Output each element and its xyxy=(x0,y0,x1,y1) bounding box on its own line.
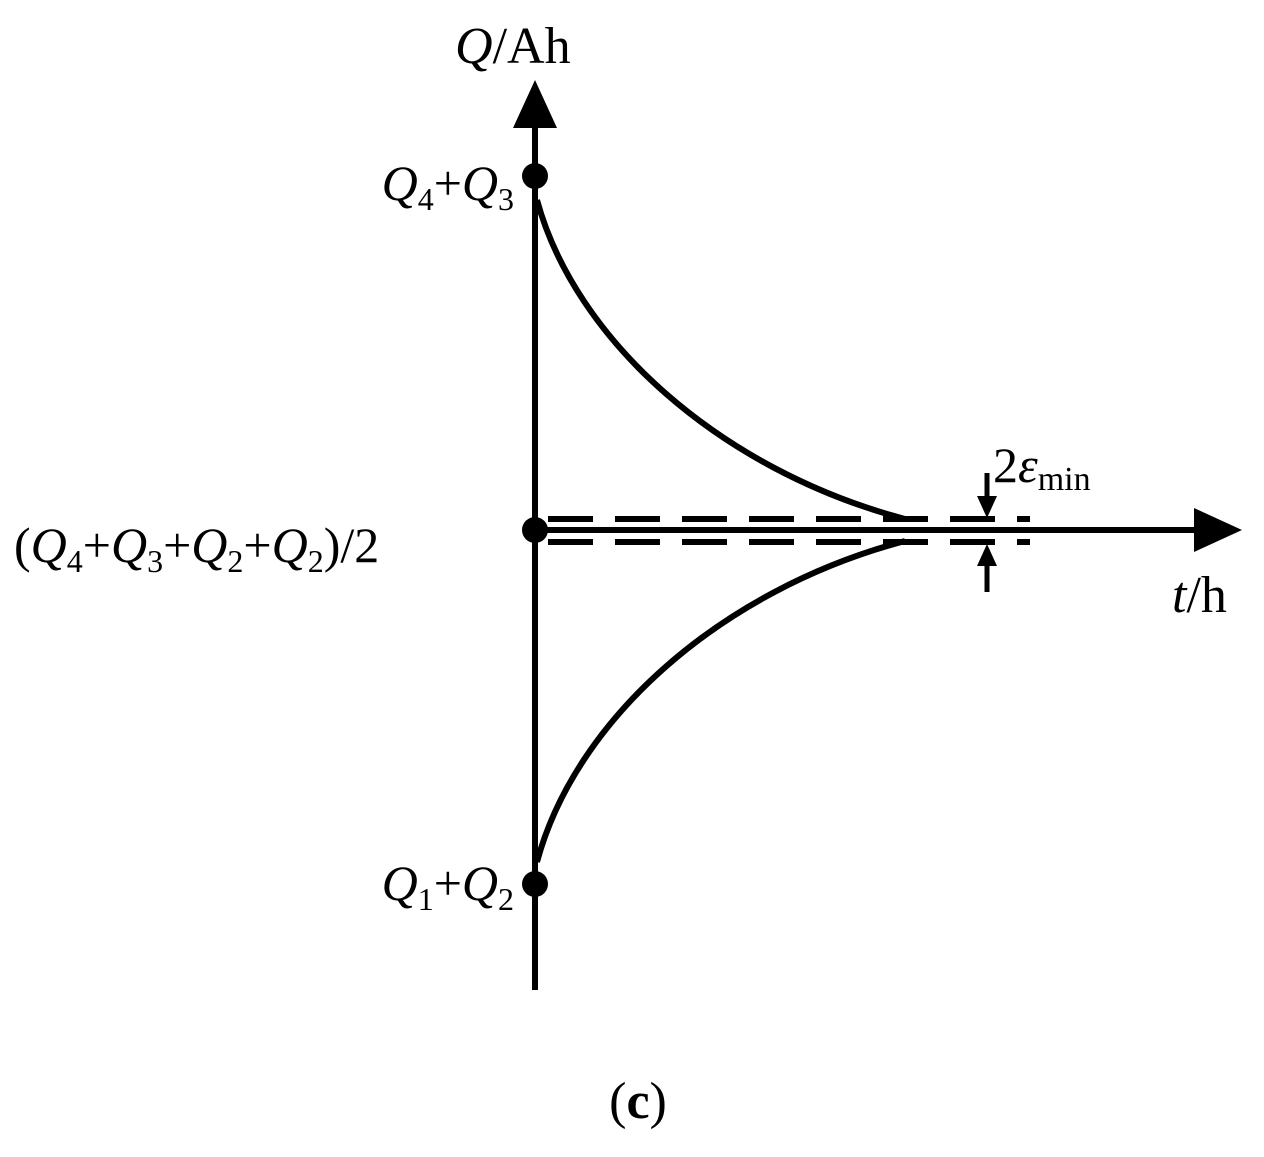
x-axis-label: t/h xyxy=(1172,567,1227,624)
y-axis-arrowhead xyxy=(513,80,557,128)
figure-caption: (c) xyxy=(609,1073,667,1130)
point-mid-marker xyxy=(522,517,548,543)
lower-growth-curve xyxy=(534,538,906,863)
point-top-marker xyxy=(522,163,548,189)
y-axis-label: Q/Ah xyxy=(455,18,571,75)
point-bottom-label: Q1+Q2 xyxy=(382,855,514,917)
epsilon-min-label: 2εmin xyxy=(993,437,1091,498)
point-top-label: Q4+Q3 xyxy=(382,155,514,217)
point-bottom-marker xyxy=(522,871,548,897)
upper-decay-curve xyxy=(534,199,906,522)
point-mid-label: (Q4+Q3+Q2+Q2)/2 xyxy=(14,517,379,579)
x-axis-arrowhead xyxy=(1194,508,1242,552)
epsilon-arrow-bottom-head xyxy=(977,544,997,566)
epsilon-arrow-top-head xyxy=(977,496,997,518)
